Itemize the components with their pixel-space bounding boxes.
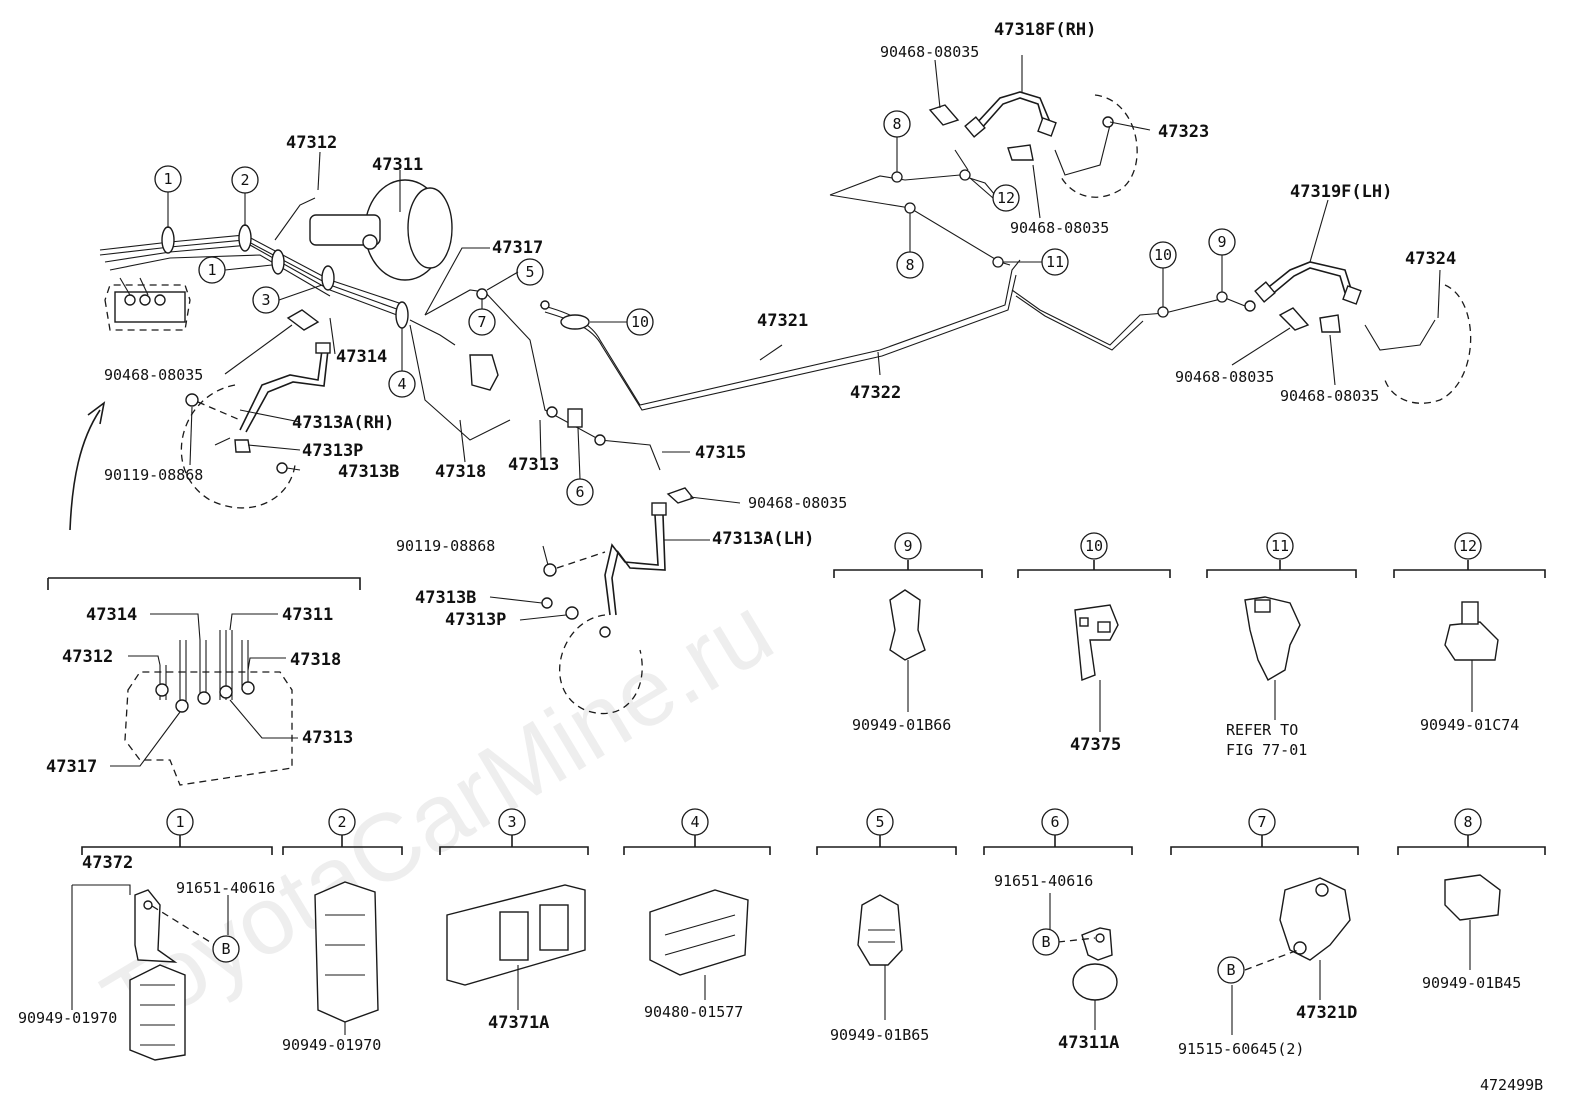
clamp-label-1-bolt: 91651-40616 (176, 879, 275, 897)
inset-detail (47, 577, 361, 786)
label-47324: 47324 (1405, 249, 1456, 269)
label-47313P-mid: 47313P (445, 610, 506, 630)
inset-label-47313: 47313 (302, 728, 353, 748)
label-47321: 47321 (757, 311, 808, 331)
ref-5: 5 (525, 263, 534, 281)
label-47313P-top: 47313P (302, 441, 363, 461)
ref-3: 3 (261, 291, 270, 309)
proportioning-valve (469, 354, 499, 391)
clamp-label-10: 47375 (1070, 735, 1121, 755)
label-90468-top: 90468-08035 (880, 43, 979, 61)
inset-label-47318: 47318 (290, 650, 341, 670)
group-ref-5: 5 (875, 813, 884, 831)
label-47313B-top: 47313B (338, 462, 399, 482)
ref-b-1: B (221, 940, 230, 958)
callouts-detail (166, 532, 1482, 984)
clamp-label-7-part: 47321D (1296, 1003, 1357, 1023)
label-47313B-mid: 47313B (415, 588, 476, 608)
master-cylinder-assembly (69, 179, 661, 531)
group-ref-6: 6 (1050, 813, 1059, 831)
ref-6: 6 (575, 483, 584, 501)
ref-b-2: B (1041, 933, 1050, 951)
group-ref-4: 4 (690, 813, 699, 831)
label-90468-rh2: 90468-08035 (1010, 219, 1109, 237)
ref-2: 2 (240, 171, 249, 189)
clamp-label-1-bottom: 90949-01970 (18, 1009, 117, 1027)
label-47318F: 47318F(RH) (994, 20, 1096, 40)
clamp-part-labels: 90949-01B66 47375 REFER TO FIG 77-01 909… (18, 716, 1521, 1058)
ref-10b: 10 (1154, 246, 1172, 264)
ref-12: 12 (997, 189, 1015, 207)
figure-id: 472499B (1480, 1076, 1543, 1094)
inset-label-47311: 47311 (282, 605, 333, 625)
ref-9: 9 (1217, 233, 1226, 251)
label-47314: 47314 (336, 347, 387, 367)
ref-1b: 1 (207, 261, 216, 279)
ref-1: 1 (163, 170, 172, 188)
clamp-details (71, 560, 1546, 1061)
label-47317: 47317 (492, 238, 543, 258)
label-47312: 47312 (286, 133, 337, 153)
clamp-label-12: 90949-01C74 (1420, 716, 1519, 734)
label-90119-top: 90119-08868 (104, 466, 203, 484)
clamp-label-8: 90949-01B45 (1422, 974, 1521, 992)
ref-7: 7 (477, 313, 486, 331)
group-ref-7: 7 (1257, 813, 1266, 831)
group-ref-2: 2 (337, 813, 346, 831)
callout-numbers: 1 2 1 3 4 5 7 6 10 8 12 8 11 10 9 9 10 1… (163, 115, 1477, 979)
callout-leaders (167, 55, 1441, 621)
inset-part-labels: 47314 47311 47312 47318 47313 47317 (46, 605, 353, 777)
clamp-label-6-top: 91651-40616 (994, 872, 1093, 890)
label-47323: 47323 (1158, 122, 1209, 142)
group-ref-11: 11 (1271, 537, 1289, 555)
clamp-label-2: 90949-01970 (282, 1036, 381, 1054)
group-ref-9: 9 (903, 537, 912, 555)
label-47322: 47322 (850, 383, 901, 403)
label-47315: 47315 (695, 443, 746, 463)
inset-label-47312: 47312 (62, 647, 113, 667)
main-part-labels: 47318F(RH) 90468-08035 47323 90468-08035… (104, 20, 1456, 630)
label-90468-lh2: 90468-08035 (1280, 387, 1379, 405)
rear-brake-lines (829, 91, 1472, 404)
group-ref-1: 1 (175, 813, 184, 831)
ref-10: 10 (631, 313, 649, 331)
ref-b-3: B (1226, 961, 1235, 979)
master-cylinder (309, 214, 381, 246)
clamp-label-5: 90949-01B65 (830, 1026, 929, 1044)
group-ref-10: 10 (1085, 537, 1103, 555)
label-47313: 47313 (508, 455, 559, 475)
group-ref-8: 8 (1463, 813, 1472, 831)
label-90468-mid: 90468-08035 (748, 494, 847, 512)
label-47313A-LH: 47313A(LH) (712, 529, 814, 549)
clamp-label-11b: FIG 77-01 (1226, 741, 1307, 759)
group-ref-3: 3 (507, 813, 516, 831)
group-ref-12: 12 (1459, 537, 1477, 555)
clamp-label-9: 90949-01B66 (852, 716, 951, 734)
label-90468-left: 90468-08035 (104, 366, 203, 384)
inset-label-47317: 47317 (46, 757, 97, 777)
ref-11: 11 (1046, 253, 1064, 271)
label-47313A-RH: 47313A(RH) (292, 413, 394, 433)
inset-label-47314: 47314 (86, 605, 137, 625)
ref-4: 4 (397, 375, 406, 393)
clamp-label-11a: REFER TO (1226, 721, 1298, 739)
ref-8b: 8 (905, 256, 914, 274)
clamp-label-6-bottom: 47311A (1058, 1033, 1119, 1053)
clamp-label-7-bottom: 91515-60645(2) (1178, 1040, 1304, 1058)
clamp-label-1-top: 47372 (82, 853, 133, 873)
clamp-label-3: 47371A (488, 1013, 549, 1033)
label-47318: 47318 (435, 462, 486, 482)
clamp-label-4: 90480-01577 (644, 1003, 743, 1021)
label-90468-lh1: 90468-08035 (1175, 368, 1274, 386)
label-47311: 47311 (372, 155, 423, 175)
callouts-main (154, 110, 1236, 506)
label-90119-mid: 90119-08868 (396, 537, 495, 555)
ref-8: 8 (892, 115, 901, 133)
label-47319F: 47319F(LH) (1290, 182, 1392, 202)
